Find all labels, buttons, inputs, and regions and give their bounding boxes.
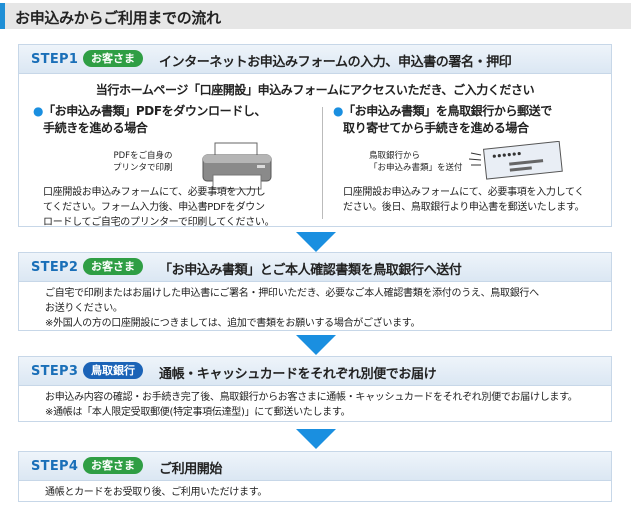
step-4-text: 通帳とカードをお受取り後、ご利用いただけます。 bbox=[45, 487, 268, 498]
step-2-text-line-2: お送りください。 bbox=[45, 303, 123, 314]
step-3-text: お申込み内容の確認・お手続き完了後、鳥取銀行からお客さまに通帳・キャッシュカード… bbox=[45, 390, 609, 420]
step-3-header: STEP3 鳥取銀行 通帳・キャッシュカードをそれぞれ別便でお届け bbox=[19, 357, 611, 386]
printer-caption-line-2: プリンタで印刷 bbox=[113, 163, 173, 173]
envelope-icon bbox=[469, 141, 563, 180]
step-4: STEP4 お客さま ご利用開始 通帳とカードをお受取り後、ご利用いただけます。 bbox=[18, 451, 612, 502]
left-heading-line-2: 手続きを進める場合 bbox=[43, 121, 148, 135]
step-3-badge: 鳥取銀行 bbox=[83, 362, 143, 379]
step-3-label: STEP3 bbox=[31, 364, 79, 379]
step-1-header: STEP1 お客さま インターネットお申込みフォームの入力、申込書の署名・押印 bbox=[19, 45, 611, 74]
step-2-header: STEP2 お客さま 「お申込み書類」とご本人確認書類を鳥取銀行へ送付 bbox=[19, 253, 611, 282]
step-4-badge: お客さま bbox=[83, 457, 143, 474]
step-3: STEP3 鳥取銀行 通帳・キャッシュカードをそれぞれ別便でお届け お申込み内容… bbox=[18, 356, 612, 422]
step-2-badge: お客さま bbox=[83, 258, 143, 275]
step-3-note: ※通帳は「本人限定受取郵便(特定事項伝達型)」にて郵送いたします。 bbox=[45, 407, 351, 418]
step-1-label: STEP1 bbox=[31, 52, 79, 67]
left-option-heading: ●「お申込み書類」PDFをダウンロードし、 手続きを進める場合 bbox=[33, 103, 313, 137]
left-text-line-3: ロードしてご自宅のプリンターで印刷してください。 bbox=[43, 217, 275, 228]
mail-caption-line-2: 「お申込み書類」を送付 bbox=[369, 163, 463, 173]
mail-caption: 鳥取銀行から 「お申込み書類」を送付 bbox=[369, 150, 463, 174]
mail-caption-line-1: 鳥取銀行から bbox=[369, 151, 421, 161]
step-3-text-line-1: お申込み内容の確認・お手続き完了後、鳥取銀行からお客さまに通帳・キャッシュカード… bbox=[45, 392, 578, 403]
step-2-note: ※外国人の方の口座開設につきましては、追加で書類をお願いする場合がございます。 bbox=[45, 318, 421, 329]
step-1-title: インターネットお申込みフォームの入力、申込書の署名・押印 bbox=[159, 55, 512, 70]
step-1: STEP1 お客さま インターネットお申込みフォームの入力、申込書の署名・押印 … bbox=[18, 44, 612, 228]
printer-caption-line-1: PDFをご自身の bbox=[113, 151, 173, 161]
down-arrow-icon bbox=[296, 429, 336, 449]
step-1-right-option: ●「お申込み書類」を鳥取銀行から郵送で 取り寄せてから手続きを進める場合 鳥取銀… bbox=[333, 103, 609, 223]
left-option-text: 口座開設お申込みフォームにて、必要事項を入力し てください。フォーム入力後、申込… bbox=[43, 185, 313, 230]
step-2-text-line-1: ご自宅で印刷またはお届けした申込書にご署名・押印いただき、必要なご本人確認書類を… bbox=[45, 288, 539, 299]
bullet-icon: ● bbox=[333, 104, 344, 118]
step-2-label: STEP2 bbox=[31, 260, 79, 275]
down-arrow-icon bbox=[296, 232, 336, 252]
right-text-line-1: 口座開設お申込みフォームにて、必要事項を入力してく bbox=[343, 187, 585, 198]
step-2: STEP2 お客さま 「お申込み書類」とご本人確認書類を鳥取銀行へ送付 ご自宅で… bbox=[18, 252, 612, 331]
step-1-intro: 当行ホームページ「口座開設」申込みフォームにアクセスいただき、ご入力ください bbox=[95, 83, 535, 97]
step-4-title: ご利用開始 bbox=[159, 462, 223, 477]
step-4-header: STEP4 お客さま ご利用開始 bbox=[19, 452, 611, 481]
right-text-line-2: ださい。後日、鳥取銀行より申込書を郵送いたします。 bbox=[343, 202, 585, 213]
step-2-title: 「お申込み書類」とご本人確認書類を鳥取銀行へ送付 bbox=[159, 263, 462, 278]
column-divider bbox=[322, 107, 323, 219]
step-1-badge: お客さま bbox=[83, 50, 143, 67]
printer-icon bbox=[202, 142, 272, 190]
page-title: お申込みからご利用までの流れ bbox=[15, 9, 221, 27]
section-title-bar: お申込みからご利用までの流れ bbox=[0, 3, 631, 29]
left-text-line-2: てください。フォーム入力後、申込書PDFをダウン bbox=[43, 202, 265, 213]
down-arrow-icon bbox=[296, 335, 336, 355]
step-3-title: 通帳・キャッシュカードをそれぞれ別便でお届け bbox=[159, 367, 437, 382]
step-2-text: ご自宅で印刷またはお届けした申込書にご署名・押印いただき、必要なご本人確認書類を… bbox=[45, 286, 605, 331]
step-1-left-option: ●「お申込み書類」PDFをダウンロードし、 手続きを進める場合 PDFをご自身の… bbox=[33, 103, 313, 228]
left-text-line-1: 口座開設お申込みフォームにて、必要事項を入力し bbox=[43, 187, 266, 198]
right-option-text: 口座開設お申込みフォームにて、必要事項を入力してく ださい。後日、鳥取銀行より申… bbox=[343, 185, 613, 215]
left-heading-line-1: 「お申込み書類」PDFをダウンロードし、 bbox=[43, 104, 267, 118]
right-heading-line-1: 「お申込み書類」を鳥取銀行から郵送で bbox=[343, 104, 552, 118]
right-heading-line-2: 取り寄せてから手続きを進める場合 bbox=[343, 121, 529, 135]
right-option-heading: ●「お申込み書類」を鳥取銀行から郵送で 取り寄せてから手続きを進める場合 bbox=[333, 103, 609, 137]
bullet-icon: ● bbox=[33, 104, 44, 118]
printer-caption: PDFをご自身の プリンタで印刷 bbox=[113, 150, 173, 174]
step-4-label: STEP4 bbox=[31, 459, 79, 474]
